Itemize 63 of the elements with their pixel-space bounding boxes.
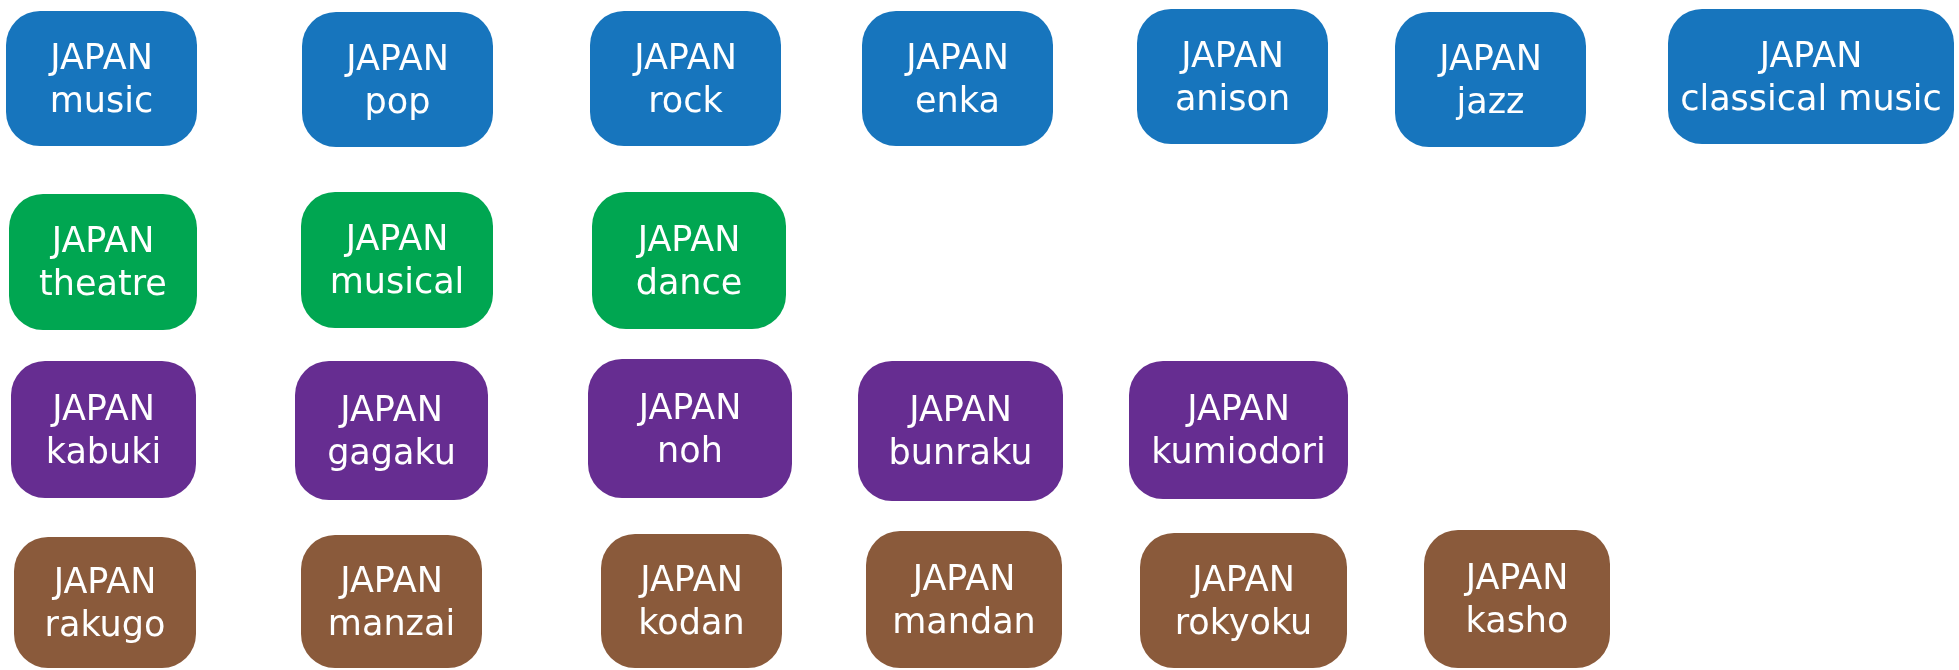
- node-heading: JAPAN: [50, 35, 153, 79]
- rounded-box: [862, 11, 1053, 146]
- node-heading: JAPAN: [638, 385, 742, 429]
- rounded-box: [9, 194, 197, 330]
- rounded-box: [6, 11, 197, 146]
- rounded-box: [592, 192, 786, 329]
- node-label: rock: [648, 78, 723, 122]
- node-heading: JAPAN: [1192, 557, 1295, 601]
- rounded-box: [301, 535, 482, 668]
- rounded-box: [858, 361, 1063, 501]
- node-heading: JAPAN: [1187, 387, 1290, 430]
- node-heading: JAPAN: [340, 558, 443, 602]
- rounded-box: [301, 192, 493, 328]
- rounded-box: [302, 12, 493, 147]
- node-label: bunraku: [888, 431, 1033, 474]
- node-label: rokyoku: [1174, 600, 1313, 644]
- node-heading: JAPAN: [1181, 33, 1284, 77]
- node-label: music: [49, 78, 154, 122]
- rounded-box: [295, 361, 488, 500]
- node-label: enka: [915, 78, 1000, 122]
- node-heading: JAPAN: [906, 35, 1009, 79]
- node-heading: JAPAN: [912, 556, 1016, 600]
- node-heading: JAPAN: [346, 36, 449, 80]
- rounded-box: [11, 361, 196, 498]
- rounded-box: [588, 359, 792, 498]
- node-label: musical: [329, 260, 465, 303]
- node-heading: JAPAN: [637, 217, 741, 261]
- node-heading: JAPAN: [1465, 556, 1569, 599]
- rounded-box: [1424, 530, 1610, 668]
- node-label: kodan: [638, 601, 745, 644]
- rounded-box: [1395, 12, 1586, 147]
- node-heading: JAPAN: [345, 217, 449, 260]
- node-label: jazz: [1456, 79, 1525, 123]
- node-label: noh: [657, 428, 723, 472]
- node-heading: JAPAN: [1759, 33, 1863, 77]
- node-label: gagaku: [327, 430, 456, 474]
- node-label: kumiodori: [1151, 430, 1326, 473]
- rounded-box: [1129, 361, 1348, 499]
- node-label: anison: [1174, 76, 1291, 120]
- rounded-box: [1668, 9, 1954, 144]
- rounded-box: [1137, 9, 1328, 144]
- node-label: pop: [364, 79, 431, 123]
- node-label: theatre: [39, 262, 167, 305]
- node-heading: JAPAN: [640, 558, 743, 601]
- rounded-box: [866, 531, 1062, 668]
- node-heading: JAPAN: [1439, 36, 1542, 80]
- rounded-box: [601, 534, 782, 668]
- node-heading: JAPAN: [52, 386, 155, 430]
- rounded-box: [590, 11, 781, 146]
- node-heading: JAPAN: [634, 35, 737, 79]
- node-heading: JAPAN: [51, 219, 155, 262]
- node-label: kasho: [1465, 599, 1569, 642]
- node-heading: JAPAN: [909, 388, 1012, 431]
- node-label: kabuki: [45, 429, 162, 473]
- rounded-box: [14, 537, 196, 668]
- node-heading: JAPAN: [340, 387, 443, 431]
- node-label: manzai: [327, 601, 456, 645]
- rounded-box: [1140, 533, 1347, 668]
- node-label: classical music: [1680, 76, 1942, 120]
- node-label: dance: [635, 260, 743, 304]
- node-label: mandan: [892, 599, 1036, 643]
- node-label: rakugo: [44, 602, 166, 646]
- node-heading: JAPAN: [53, 559, 157, 603]
